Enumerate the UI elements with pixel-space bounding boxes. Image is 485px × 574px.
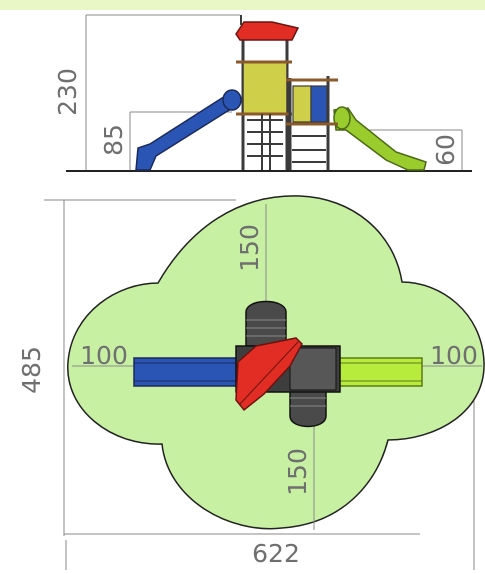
roof-flag-pole [240,15,242,25]
bottom-stair-plan [289,389,327,428]
blue-slide-plan [133,357,241,387]
deck-right-module [289,347,337,391]
label-plan-depth: 485 [17,346,46,394]
red-roof-elevation [235,21,300,41]
blue-slide-hood [222,89,242,111]
label-clearance-top: 150 [235,224,264,272]
top-band [0,0,485,10]
label-clearance-bottom: 150 [283,448,312,496]
tall-tower [236,38,292,170]
green-slide-elevation [333,107,427,171]
label-clearance-right: 100 [430,341,478,370]
elevation-view: 230 85 60 [53,14,472,172]
green-slide-hood [333,106,351,130]
top-stair-plan [245,300,287,347]
label-deck-height: 85 [99,124,128,156]
label-slide-exit-height: 60 [431,134,460,166]
plan-view: 485 622 100 100 150 150 [17,195,485,570]
label-total-height: 230 [53,68,82,116]
short-tower [286,76,338,170]
label-clearance-left: 100 [80,341,128,370]
label-plan-width: 622 [252,539,300,568]
green-slide-plan [337,357,423,387]
